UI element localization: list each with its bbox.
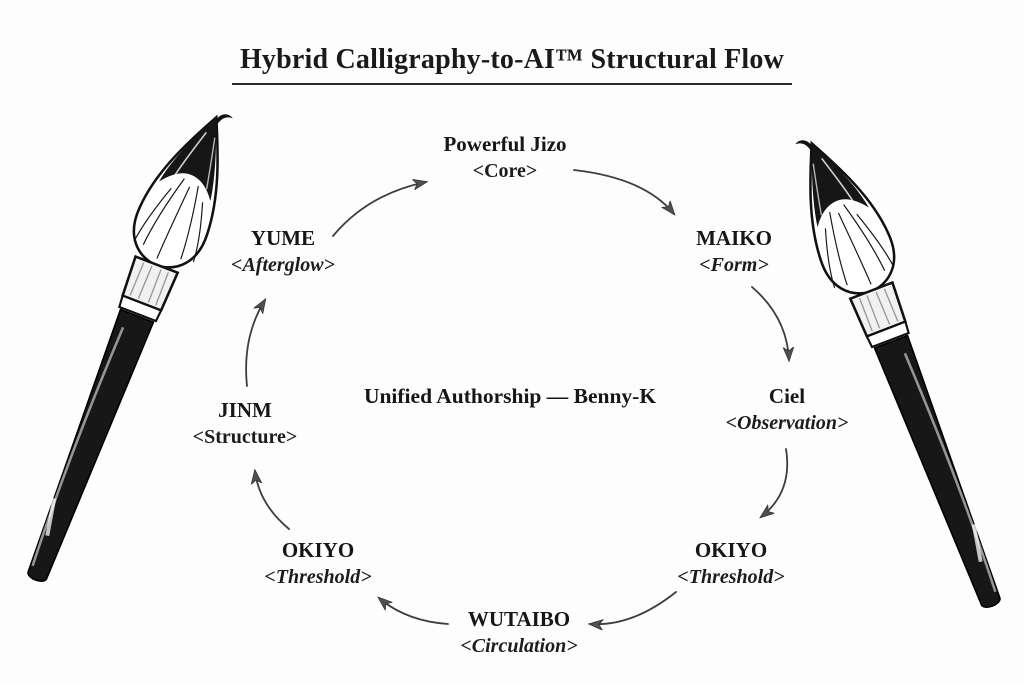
node-powerful-jizo: Powerful Jizo <Core> xyxy=(443,131,566,185)
node-tag: <Circulation> xyxy=(460,635,578,657)
node-name: YUME xyxy=(250,226,316,250)
node-wutaibo: WUTAIBO <Circulation> xyxy=(460,606,577,660)
arrow-yume-to-core xyxy=(332,182,426,237)
node-okiyo-left: OKIYO <Threshold> xyxy=(264,537,371,591)
node-tag: <Observation> xyxy=(725,412,849,434)
node-tag: <Structure> xyxy=(192,426,298,448)
center-label: Unified Authorship — Benny-K xyxy=(363,384,657,408)
node-tag: <Threshold> xyxy=(677,566,785,588)
node-name: OKIYO xyxy=(281,538,355,562)
arrow-ciel-to-okiyo xyxy=(761,448,789,517)
node-name: JINM xyxy=(218,398,272,422)
node-maiko: MAIKO <Form> xyxy=(696,225,772,279)
page-title: Hybrid Calligraphy-to-AI™ Structural Flo… xyxy=(231,44,793,85)
title-wrap: Hybrid Calligraphy-to-AI™ Structural Flo… xyxy=(0,44,1024,85)
arrow-maiko-to-ciel xyxy=(751,286,789,360)
arrow-wutaibo-to-okiyo xyxy=(379,598,449,625)
node-ciel: Ciel <Observation> xyxy=(726,383,849,437)
node-tag: <Afterglow> xyxy=(231,254,335,276)
node-name: OKIYO xyxy=(694,538,768,562)
node-name: Ciel xyxy=(768,384,806,408)
arrow-okiyo-to-wutaibo xyxy=(590,591,677,624)
node-tag: <Core> xyxy=(472,160,538,182)
node-tag: <Threshold> xyxy=(264,566,372,588)
node-jinm: JINM <Structure> xyxy=(193,397,298,451)
node-name: Powerful Jizo xyxy=(443,132,567,156)
node-name: MAIKO xyxy=(696,226,772,250)
arrow-jinm-to-yume xyxy=(245,300,265,387)
arrow-okiyo-to-jinm xyxy=(255,471,290,530)
arrow-core-to-maiko xyxy=(573,169,674,214)
node-okiyo-right: OKIYO <Threshold> xyxy=(677,537,784,591)
node-name: WUTAIBO xyxy=(467,607,571,631)
node-tag: <Form> xyxy=(699,254,769,276)
calligraphy-brush-left-icon xyxy=(27,114,233,582)
node-yume: YUME <Afterglow> xyxy=(231,225,335,279)
